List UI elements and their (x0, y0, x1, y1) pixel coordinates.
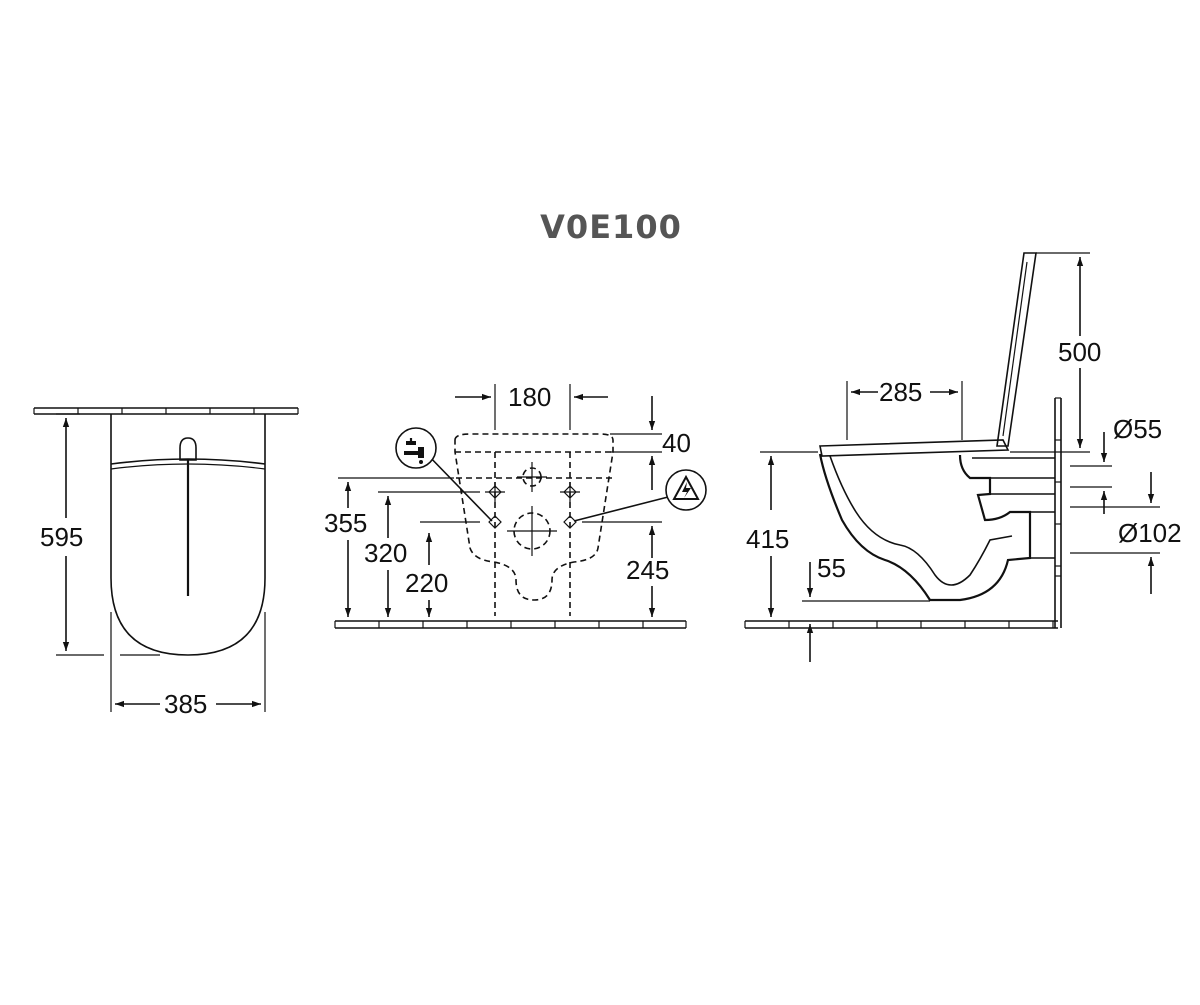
side-outlet-height-label: 55 (817, 553, 846, 583)
side-inlet-diameter-label: Ø55 (1113, 414, 1162, 444)
side-view-seat (819, 439, 1010, 457)
front-top-offset-label: 40 (662, 428, 691, 458)
top-view-seat-line (110, 458, 266, 465)
fixing-points (485, 462, 580, 556)
top-width-label: 385 (164, 689, 207, 719)
top-view-bowl-outline (110, 414, 266, 656)
front-h1-label: 355 (324, 508, 367, 538)
side-rim-height-label: 415 (746, 524, 789, 554)
front-h4-label: 245 (626, 555, 669, 585)
top-view: 595 385 (33, 407, 299, 719)
side-view-bowl (818, 453, 1032, 602)
top-depth-label: 595 (40, 522, 83, 552)
front-view-floor (334, 620, 687, 629)
top-view-flush-slot (179, 437, 197, 461)
top-view-wall (33, 407, 299, 415)
side-length-label: 285 (879, 377, 922, 407)
side-view-floor (744, 620, 1058, 629)
side-outlet-diameter-label: Ø102 (1118, 518, 1182, 548)
model-title: V0E100 (540, 208, 682, 246)
front-view: 180 40 245 355 320 220 (324, 382, 707, 629)
front-bolt-spacing-label: 180 (508, 382, 551, 412)
side-view: 285 500 415 55 Ø55 (744, 252, 1182, 662)
front-view-bowl-outline (454, 433, 614, 601)
water-tap-icon (395, 427, 437, 469)
side-lid-height-label: 500 (1058, 337, 1101, 367)
front-h3-label: 220 (405, 568, 448, 598)
front-h2-label: 320 (364, 538, 407, 568)
side-view-lid (996, 252, 1037, 447)
side-view-wall (1054, 397, 1062, 628)
